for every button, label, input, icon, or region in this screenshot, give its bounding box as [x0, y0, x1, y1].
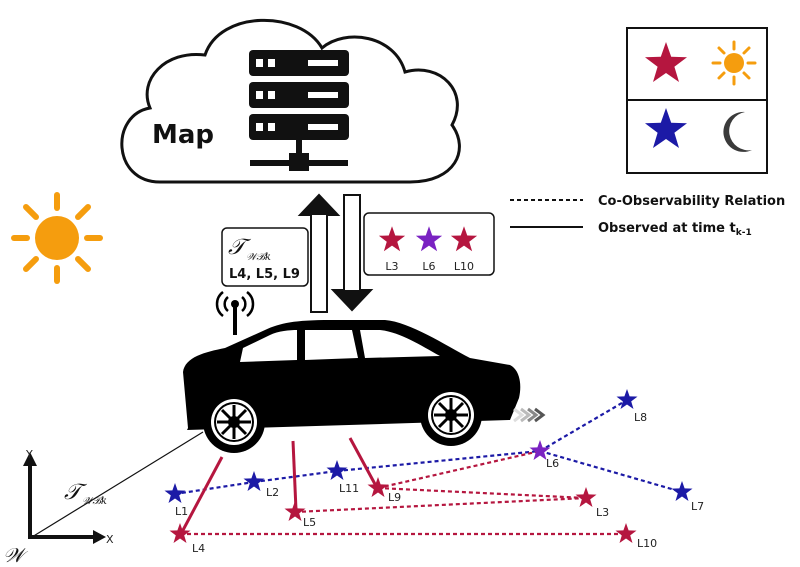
car: [183, 291, 521, 453]
landmark-l11: L11: [326, 460, 359, 495]
car-wheel-front: [420, 384, 482, 446]
download-label-l10: L10: [454, 260, 474, 273]
line-legend: Co-Observability Relation Observed at ti…: [510, 194, 785, 238]
co-observability-lines: [174, 399, 683, 536]
landmark-l4: L4: [169, 523, 205, 555]
landmark-label: L4: [192, 542, 205, 555]
landmark-star: [575, 487, 597, 507]
sun-large-icon: [11, 192, 103, 284]
frame-transform-subscript: 𝒲ℬk: [82, 496, 107, 507]
landmark-star: [615, 523, 637, 543]
landmark-l10: L10: [615, 523, 657, 550]
world-frame: Y X 𝒲 𝒯 𝒲ℬk: [3, 448, 114, 567]
landmark-l6: L6: [529, 440, 559, 470]
upload-arrow: [297, 193, 341, 313]
landmark-label: L10: [637, 537, 657, 550]
observation-lines: [180, 437, 378, 533]
landmark-label: L9: [388, 491, 401, 504]
sun-small-icon: [711, 40, 757, 86]
landmark-l8: L8: [616, 389, 647, 424]
motion-arrows-icon: [513, 407, 546, 423]
moon-icon: [723, 111, 752, 152]
wifi-signal-icon: [215, 291, 255, 317]
landmark-label: L7: [691, 500, 704, 513]
download-box: L3 L6 L10: [363, 212, 495, 276]
landmark-l9: L9: [367, 477, 401, 504]
y-axis-label: Y: [25, 448, 33, 461]
download-label-l3: L3: [385, 260, 398, 273]
landmark-l5: L5: [284, 501, 316, 529]
landmark-label: L6: [546, 457, 559, 470]
download-label-l6: L6: [422, 260, 435, 273]
landmark-l3: L3: [575, 487, 609, 519]
landmark-l7: L7: [671, 481, 704, 513]
legend-co-observability: Co-Observability Relation: [598, 194, 785, 209]
landmark-star: [616, 389, 638, 409]
landmark-star: [671, 481, 693, 501]
map-label: Map: [152, 120, 214, 150]
landmark-l1: L1: [164, 483, 188, 518]
legend-observed: Observed at time t: [598, 221, 736, 236]
landmark-label: L5: [303, 516, 316, 529]
upload-landmarks: L4, L5, L9: [229, 267, 300, 282]
transform-line: [31, 431, 204, 538]
download-arrow: [330, 194, 374, 312]
car-wheel-rear: [203, 391, 265, 453]
landmark-l2: L2: [243, 471, 279, 499]
legend-observed-subscript: k-1: [736, 228, 752, 238]
landmark-label: L11: [339, 482, 359, 495]
x-axis-label: X: [106, 533, 114, 546]
landmark-label: L2: [266, 486, 279, 499]
landmark-label: L8: [634, 411, 647, 424]
svg-text:Observed at time tk-1: Observed at time tk-1: [598, 221, 752, 238]
server-icon: [249, 50, 349, 171]
upload-transform-subscript: 𝒲ℬk: [246, 252, 271, 263]
upload-box: 𝒯 𝒲ℬk L4, L5, L9: [221, 227, 309, 287]
landmark-label: L1: [175, 505, 188, 518]
legend-box: [626, 27, 768, 174]
world-frame-label: 𝒲: [3, 543, 29, 567]
landmark-label: L3: [596, 506, 609, 519]
